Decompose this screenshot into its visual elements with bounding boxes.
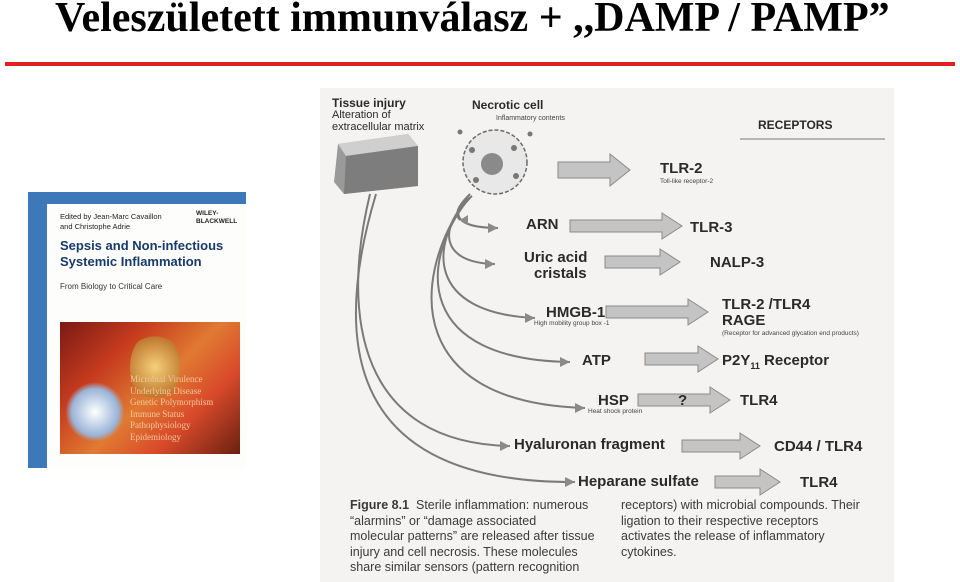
arrow-tlr3 <box>569 212 683 240</box>
arrow-cd44 <box>681 432 761 460</box>
figure-caption-right: receptors) with microbial compounds. The… <box>621 498 860 560</box>
caption-line: injury and cell necrosis. These molecule… <box>350 544 578 559</box>
receptor-tlr4-hsp: TLR4 <box>740 392 778 409</box>
molecule-uric-line2: cristals <box>534 265 587 282</box>
necrotic-cell-icon <box>457 129 533 195</box>
receptor-cd44-tlr4: CD44 / TLR4 <box>774 438 863 455</box>
caption-line: activates the release of inflammatory <box>621 529 825 543</box>
receptor-p2y-suffix: Receptor <box>759 352 830 369</box>
molecule-atp: ATP <box>582 352 611 369</box>
damp-figure: Tissue injury Alteration of extracellula… <box>320 88 894 582</box>
receptor-rage-sub: (Receptor for advanced glycation end pro… <box>722 330 859 337</box>
arrowheads <box>460 215 585 487</box>
cover-word: Epidemiology <box>130 431 181 442</box>
molecule-arn: ARN <box>526 216 559 233</box>
tissue-injury-label: Tissue injury <box>332 96 406 110</box>
molecule-heparane: Heparane sulfate <box>578 473 699 490</box>
slide-title: Veleszületett immunválasz + ,,DAMP / PAM… <box>55 0 890 41</box>
book-subtitle: From Biology to Critical Care <box>60 282 163 291</box>
receptor-tlr2-sub: Toll-like receptor-2 <box>660 178 714 185</box>
caption-line: Figure 8.1 Sterile inflammation: numerou… <box>350 498 595 514</box>
receptor-tlr2: TLR-2 <box>660 160 703 177</box>
molecule-hmgb1-sub: High mobility group box -1 <box>534 320 610 327</box>
book-editors: Edited by Jean-Marc Cavaillon and Christ… <box>60 212 162 232</box>
caption-text: Sterile inflammation: numerous <box>416 498 589 512</box>
molecule-hmgb1: HMGB-1 <box>546 304 606 321</box>
arrow-nalp3 <box>604 248 681 276</box>
cover-word: Pathophysiology <box>130 420 191 430</box>
cover-word: Genetic Polymorphism <box>130 397 214 407</box>
receptor-tlr4-heparane: TLR4 <box>800 474 838 491</box>
caption-line: molecular patterns” are released after t… <box>350 529 595 543</box>
receptor-p2y-text: P2Y <box>722 352 751 369</box>
tissue-sub-label: Alteration of <box>332 109 391 121</box>
figure-graphics <box>334 129 885 496</box>
book-cover-art: Microbial Virulence Underlying Disease G… <box>60 322 240 454</box>
book-spine <box>28 192 47 468</box>
receptor-p2y11: P2Y11 Receptor <box>722 352 829 371</box>
necrotic-cell-label: Necrotic cell <box>472 98 544 112</box>
molecule-hyaluronan: Hyaluronan fragment <box>514 436 665 453</box>
arrow-tlr4-heparane <box>714 468 781 496</box>
arrow-tlr4 <box>637 386 731 414</box>
receptor-nalp3: NALP-3 <box>710 254 765 271</box>
book-title-line2: Systemic Inflammation <box>60 254 202 269</box>
book-title-line1: Sepsis and Non-infectious <box>60 238 224 253</box>
cover-art-words: Microbial Virulence Underlying Disease G… <box>130 374 213 443</box>
block-arrows <box>557 152 781 496</box>
tissue-sub-label: extracellular matrix <box>332 121 425 133</box>
molecule-hsp: HSP <box>598 392 629 409</box>
publisher-line2: BLACKWELL <box>196 218 238 225</box>
receptor-rage: RAGE <box>722 312 766 329</box>
molecule-uric-line1: Uric acid <box>524 249 588 266</box>
caption-line: ligation to their respective receptors <box>621 513 819 528</box>
connector-curves <box>354 193 586 484</box>
caption-line: share similar sensors (pattern recogniti… <box>350 560 580 574</box>
arrow-tlr2 <box>557 152 631 188</box>
book-editors-line1: Edited by Jean-Marc Cavaillon <box>60 212 162 221</box>
caption-line: receptors) with microbial compounds. The… <box>621 498 860 512</box>
molecule-uric-acid: Uric acid cristals <box>524 250 587 282</box>
title-divider <box>5 62 955 66</box>
receptor-unknown: ? <box>678 392 688 409</box>
book-cover: Edited by Jean-Marc Cavaillon and Christ… <box>28 192 246 468</box>
receptor-tlr2-tlr4: TLR-2 /TLR4 <box>722 296 811 313</box>
arrow-tlr2-tlr4 <box>605 298 709 326</box>
cover-word: Immune Status <box>130 408 185 419</box>
caption-line: “alarmins” or “damage associated <box>350 513 537 528</box>
cover-word: Underlying Disease <box>130 385 202 396</box>
book-editors-line2: and Christophe Adrie <box>60 222 131 231</box>
publisher-logo: WILEY- BLACKWELL <box>196 210 237 226</box>
caption-line: cytokines. <box>621 544 677 559</box>
arrow-p2y11 <box>644 345 719 373</box>
inflammatory-contents-label: Inflammatory contents <box>496 115 565 122</box>
book-top-bar <box>47 192 246 204</box>
receptors-header: RECEPTORS <box>758 118 833 132</box>
caption-label: Figure 8.1 <box>350 498 410 512</box>
vitruvian-figure-icon <box>130 332 180 402</box>
tissue-block-icon <box>334 134 418 194</box>
figure-caption-left: Figure 8.1 Sterile inflammation: numerou… <box>350 498 595 576</box>
receptor-tlr3: TLR-3 <box>690 219 733 236</box>
publisher-line1: WILEY- <box>196 210 219 217</box>
cell-image-icon <box>65 382 125 442</box>
cover-word: Microbial Virulence <box>130 374 203 384</box>
book-title: Sepsis and Non-infectious Systemic Infla… <box>60 238 223 270</box>
receptor-p2y-subscript: 11 <box>750 361 760 371</box>
molecule-hsp-sub: Heat shock protein <box>588 408 643 415</box>
